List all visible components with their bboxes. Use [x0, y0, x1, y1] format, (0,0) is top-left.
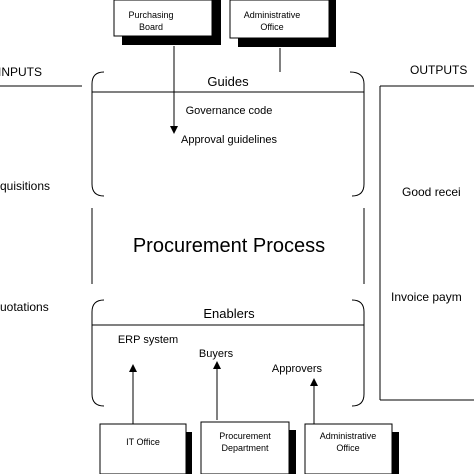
- inputs-header: INPUTS: [0, 65, 42, 79]
- enablers-item-buyers: Buyers: [199, 348, 234, 360]
- outputs-header: OUTPUTS: [410, 63, 467, 77]
- inputs-column: INPUTS quisitions uotations: [0, 65, 82, 314]
- guides-item-approval-guidelines: Approval guidelines: [181, 134, 278, 146]
- enablers-item-approvers: Approvers: [272, 363, 323, 375]
- guides-frame-top-right: [349, 71, 365, 85]
- administrative-office-bottom-box: Administrative Office: [304, 423, 399, 474]
- it-office-frame: [99, 423, 187, 474]
- purchasing-board-frame: [113, 0, 213, 37]
- enablers-frame-bottom-left: [91, 393, 105, 407]
- guides-item-governance-code: Governance code: [186, 105, 273, 117]
- enablers-item-erp-system: ERP system: [118, 334, 178, 346]
- guides-section: Guides Governance code Approval guidelin…: [91, 71, 365, 197]
- output-item-invoice-payment: Invoice paym: [391, 290, 462, 304]
- enablers-frame-top-right: [351, 299, 365, 313]
- administrative-office-top-frame: [229, 0, 330, 39]
- administrative-office-bottom-frame: [304, 423, 393, 474]
- procurement-department-box: Procurement Department: [200, 421, 296, 474]
- enablers-title: Enablers: [203, 306, 255, 321]
- enablers-frame-bottom-right: [351, 393, 365, 407]
- purchasing-board-label-line1: Purchasing: [128, 10, 173, 20]
- administrative-office-top-label-line2: Office: [260, 22, 283, 32]
- purchasing-board-label-line2: Board: [139, 22, 163, 32]
- process-title: Procurement Process: [133, 235, 325, 257]
- guides-frame-top-left: [91, 71, 105, 85]
- guides-title: Guides: [207, 74, 249, 89]
- outputs-column: OUTPUTS Good recei Invoice paym: [379, 63, 474, 401]
- it-office-box: IT Office: [99, 423, 192, 474]
- guides-frame-bottom-right: [351, 183, 365, 197]
- administrative-office-bottom-label-line2: Office: [336, 443, 359, 453]
- enablers-frame-top-left: [91, 299, 105, 313]
- administrative-office-bottom-label-line1: Administrative: [320, 431, 377, 441]
- output-item-good-receipt: Good recei: [402, 185, 461, 199]
- administrative-office-top-box: Administrative Office: [229, 0, 336, 47]
- input-item-requisitions: quisitions: [0, 179, 50, 193]
- administrative-office-top-label-line1: Administrative: [244, 10, 301, 20]
- enablers-section: Enablers ERP system Buyers Approvers: [91, 299, 365, 407]
- input-item-quotations: uotations: [0, 300, 49, 314]
- procurement-department-label-line2: Department: [221, 443, 269, 453]
- procurement-department-frame: [200, 421, 290, 474]
- purchasing-board-box: Purchasing Board: [113, 0, 221, 45]
- process-center: Procurement Process: [91, 208, 365, 284]
- guides-frame-bottom-left: [91, 183, 105, 197]
- procurement-department-label-line1: Procurement: [219, 431, 271, 441]
- it-office-label: IT Office: [126, 437, 160, 447]
